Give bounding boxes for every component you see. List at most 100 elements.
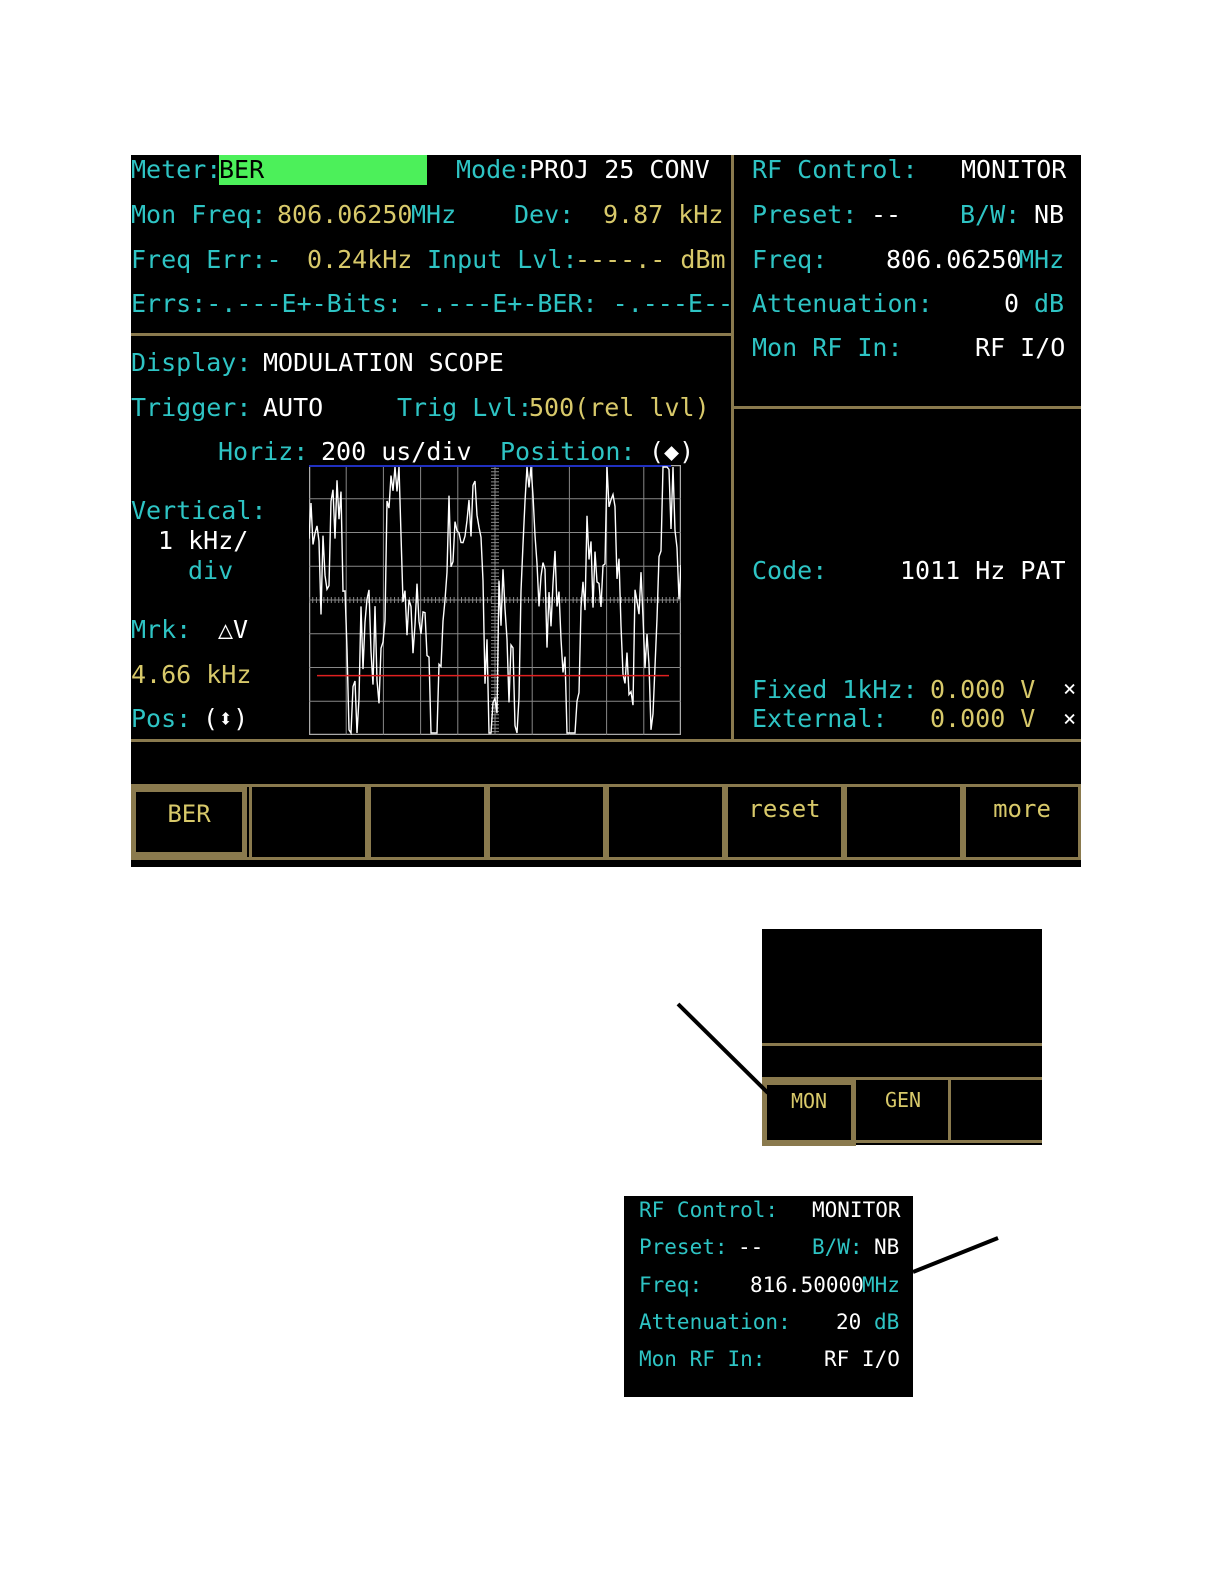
vertical-value-1[interactable]: 1 kHz/ bbox=[158, 526, 249, 555]
bw-label: B/W: bbox=[960, 200, 1021, 229]
inset-preset-value[interactable]: -- bbox=[738, 1235, 764, 1259]
position-knob-icon[interactable]: (◆) bbox=[649, 437, 695, 466]
inset-freq-label: Freq: bbox=[639, 1273, 703, 1297]
marker-reading: 4.66 kHz bbox=[131, 660, 252, 689]
display-label: Display: bbox=[131, 348, 252, 377]
inset-bw-label: B/W: bbox=[812, 1235, 863, 1259]
rf-control-value[interactable]: MONITOR bbox=[961, 155, 1067, 184]
horiz-value[interactable]: 200 us/div bbox=[321, 437, 472, 466]
freq-value[interactable]: 806.06250 bbox=[886, 245, 1022, 274]
inset-attenuation-value[interactable]: 20 bbox=[836, 1310, 862, 1334]
inset-freq-unit: MHz bbox=[862, 1273, 900, 1297]
softkey-4[interactable] bbox=[487, 787, 606, 857]
instrument-screen: Meter: BER Mode: PROJ 25 CONV Mon Freq: … bbox=[131, 155, 1081, 867]
vertical-label: Vertical: bbox=[131, 496, 267, 525]
freq-unit: MHz bbox=[1019, 245, 1065, 274]
preset-value[interactable]: -- bbox=[871, 200, 902, 229]
marker-mode[interactable]: △V bbox=[218, 615, 249, 644]
divider-left-upper bbox=[131, 333, 731, 336]
display-value[interactable]: MODULATION SCOPE bbox=[263, 348, 504, 377]
trigger-label: Trigger: bbox=[131, 393, 252, 422]
mode-label: Mode: bbox=[456, 155, 532, 184]
softkey-more[interactable]: more bbox=[963, 787, 1081, 857]
meter-highlight[interactable] bbox=[219, 155, 427, 185]
dev-value: 9.87 kHz bbox=[603, 200, 724, 229]
modulation-scope bbox=[309, 465, 681, 735]
attenuation-value[interactable]: 0 bbox=[1004, 289, 1020, 318]
inset-attenuation-unit: dB bbox=[874, 1310, 900, 1334]
input-lvl-label: Input Lvl: bbox=[427, 245, 578, 274]
mon-rf-in-value[interactable]: RF I/O bbox=[975, 333, 1066, 362]
inset-preset-label: Preset: bbox=[639, 1235, 728, 1259]
fixed-1khz-value[interactable]: 0.000 V bbox=[930, 675, 1036, 704]
mon-key[interactable]: MON bbox=[762, 1080, 856, 1146]
mode-value[interactable]: PROJ 25 CONV bbox=[529, 155, 710, 184]
bw-value[interactable]: NB bbox=[1034, 200, 1065, 229]
inset-rf-control-panel: RF Control: MONITOR Preset: -- B/W: NB F… bbox=[624, 1196, 913, 1397]
trig-lvl-label: Trig Lvl: bbox=[397, 393, 533, 422]
gen-key-label: GEN bbox=[884, 1088, 922, 1112]
inset-freq-value[interactable]: 816.50000 bbox=[750, 1273, 864, 1297]
error-counters: Errs:-.---E+-Bits: -.---E+-BER: -.---E-- bbox=[131, 289, 734, 318]
rf-control-label: RF Control: bbox=[752, 155, 918, 184]
attenuation-label: Attenuation: bbox=[752, 289, 933, 318]
dev-label: Dev: bbox=[514, 200, 575, 229]
position-label: Position: bbox=[500, 437, 636, 466]
inset-rf-control-label: RF Control: bbox=[639, 1198, 779, 1222]
divider-right-upper bbox=[734, 406, 1081, 409]
softkey-2[interactable] bbox=[249, 787, 368, 857]
inset-bw-value[interactable]: NB bbox=[874, 1235, 900, 1259]
mon-rf-in-label: Mon RF In: bbox=[752, 333, 903, 362]
inset-mon-gen-panel: MON GEN bbox=[762, 929, 1042, 1146]
mon-key-label: MON bbox=[790, 1089, 828, 1113]
attenuation-unit: dB bbox=[1034, 289, 1065, 318]
inset-divider-3 bbox=[762, 1140, 1042, 1143]
softkey-bottom-border bbox=[131, 857, 1081, 860]
softkey-top-border bbox=[131, 784, 1081, 787]
marker-label: Mrk: bbox=[131, 615, 192, 644]
external-close-icon[interactable]: × bbox=[1063, 707, 1077, 732]
mon-freq-label: Mon Freq: bbox=[131, 200, 267, 229]
callout-line-rf bbox=[912, 1236, 999, 1274]
freq-err-value: 0.24kHz bbox=[307, 245, 413, 274]
freq-err-label: Freq Err:- bbox=[131, 245, 282, 274]
preset-label: Preset: bbox=[752, 200, 858, 229]
mon-freq-value: 806.06250 bbox=[277, 200, 413, 229]
external-value[interactable]: 0.000 V bbox=[930, 704, 1036, 733]
softkey-label: reset bbox=[748, 795, 821, 823]
pos-label: Pos: bbox=[131, 704, 192, 733]
inset-mon-rf-in-value[interactable]: RF I/O bbox=[824, 1347, 900, 1371]
external-label: External: bbox=[752, 704, 888, 733]
inset-attenuation-label: Attenuation: bbox=[639, 1310, 791, 1334]
softkey-3[interactable] bbox=[368, 787, 487, 857]
code-label: Code: bbox=[752, 556, 828, 585]
pos-knob-icon[interactable]: (⬍) bbox=[203, 704, 249, 733]
meter-value[interactable]: BER bbox=[219, 155, 265, 184]
inset-rf-control-value[interactable]: MONITOR bbox=[812, 1198, 901, 1222]
softkey-7[interactable] bbox=[844, 787, 963, 857]
fixed-1khz-label: Fixed 1kHz: bbox=[752, 675, 918, 704]
trigger-value[interactable]: AUTO bbox=[263, 393, 324, 422]
scope-trace bbox=[309, 466, 681, 735]
vertical-value-2: div bbox=[188, 556, 234, 585]
key-separator-1 bbox=[948, 1080, 951, 1140]
softkey-label: BER bbox=[167, 800, 211, 828]
inset-mon-rf-in-label: Mon RF In: bbox=[639, 1347, 766, 1371]
softkey-ber[interactable]: BER bbox=[131, 787, 247, 857]
vertical-divider bbox=[731, 155, 734, 741]
mon-freq-unit: MHz bbox=[411, 200, 457, 229]
inset-divider-2 bbox=[762, 1077, 1042, 1080]
fixed-close-icon[interactable]: × bbox=[1063, 677, 1077, 702]
inset-divider-1 bbox=[762, 1043, 1042, 1046]
softkey-reset[interactable]: reset bbox=[725, 787, 844, 857]
softkey-label: more bbox=[993, 795, 1051, 823]
callout-line-mon bbox=[676, 1002, 770, 1095]
code-value[interactable]: 1011 Hz PAT bbox=[900, 556, 1066, 585]
gen-key[interactable]: GEN bbox=[858, 1080, 948, 1140]
softkey-5[interactable] bbox=[606, 787, 725, 857]
meter-label: Meter: bbox=[131, 155, 222, 184]
freq-label: Freq: bbox=[752, 245, 828, 274]
horiz-label: Horiz: bbox=[218, 437, 309, 466]
trig-lvl-value[interactable]: 500(rel lvl) bbox=[529, 393, 710, 422]
